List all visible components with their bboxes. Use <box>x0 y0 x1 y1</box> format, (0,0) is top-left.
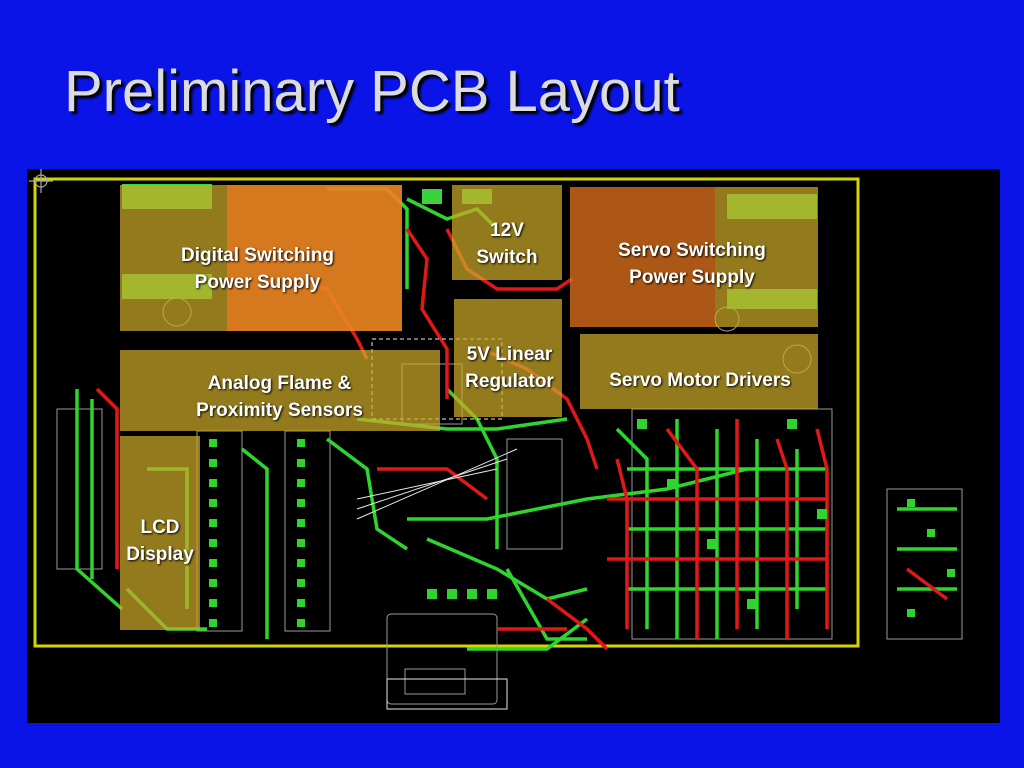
label-analog-sensors: Analog Flame & Proximity Sensors <box>196 373 363 421</box>
pcb-board: Digital Switching Power Supply 12V Switc… <box>27 169 1000 723</box>
slide-title: Preliminary PCB Layout <box>64 59 680 124</box>
region-servo-drivers <box>580 334 818 409</box>
region-5v-linear <box>454 299 562 417</box>
pads <box>209 419 955 627</box>
footprints <box>56 297 963 705</box>
label-5v-linear: 5V Linear Regulator <box>465 344 554 392</box>
region-analog-sensors <box>120 350 440 431</box>
label-servo-psu: Servo Switching Power Supply <box>618 240 766 288</box>
region-lcd-display <box>120 436 200 630</box>
region-digital-psu <box>227 185 402 331</box>
label-digital-psu: Digital Switching Power Supply <box>180 245 335 293</box>
region-servo-psu <box>570 187 715 327</box>
label-servo-drivers: Servo Motor Drivers <box>609 370 791 391</box>
board-outline <box>33 177 860 648</box>
label-12v-switch: 12V Switch <box>476 220 538 268</box>
label-lcd-display: LCD Display <box>126 517 194 565</box>
region-servo-psu-right <box>715 187 818 327</box>
region-12v-switch <box>452 185 562 280</box>
registration-mark-icon <box>29 169 53 193</box>
